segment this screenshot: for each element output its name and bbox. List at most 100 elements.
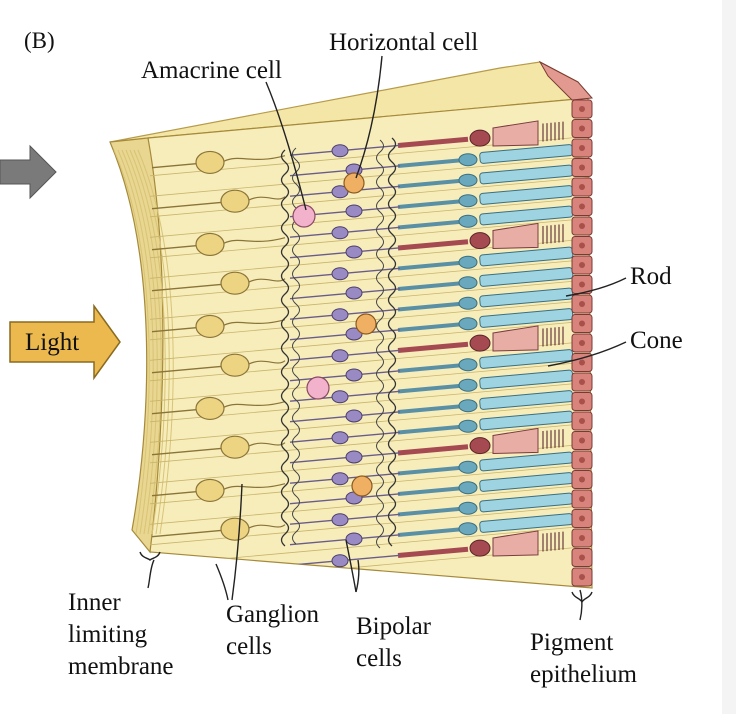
rod-fiber [397,199,461,209]
ganglion-label-1: Ganglion [226,601,320,628]
pigment-nucleus [579,359,585,366]
nerve-fiber [133,149,170,535]
panel-label: (B) [24,28,55,53]
pigment-nucleus [579,223,585,229]
layer-line [149,156,591,197]
cone-fiber [397,546,469,558]
layer-line [149,217,591,259]
rod-label: Rod [630,263,672,290]
layer-line [149,422,591,464]
gray-arrow [0,144,57,200]
rod-nucleus [458,173,478,187]
amacrine-cell-label: Amacrine cell [141,57,282,84]
pigment-nucleus [579,515,585,522]
cone-cells [397,120,564,558]
pigment-nucleus [579,379,585,385]
bipolar-process [289,288,401,300]
rod-nucleus [458,419,478,433]
horizontal-cell [355,313,377,335]
layer-line [149,361,591,402]
rod-fiber [397,527,461,537]
amacrine-cell [292,204,316,228]
bipolar-soma [345,532,363,546]
layer-line [149,176,591,218]
inner-limiting-label-2: limiting [68,621,148,648]
cone-inner-segment [492,325,539,352]
cone-inner-segment [492,530,539,557]
ganglion-axon [151,571,211,579]
horizontal-cell [343,172,365,194]
pigment-nucleus [579,106,585,112]
rod-fiber [397,158,461,168]
pigment-nucleus [579,203,585,210]
rod-nucleus [458,358,478,372]
pigment-nucleus [579,496,585,502]
nerve-fiber [129,149,166,535]
pigment-epithelium [538,60,594,587]
rod-fiber [397,424,461,435]
rod-fiber [397,260,461,271]
pigment-nucleus [579,262,585,268]
rod-nucleus [458,296,478,310]
bipolar-label-1: Bipolar [356,613,431,640]
ganglion-dendrite [223,155,286,162]
pigment-nucleus [579,418,585,424]
cone-fiber [397,136,469,148]
bipolar-process [289,493,401,505]
ganglion-dendrite [248,360,286,365]
rod-nucleus [458,317,478,331]
ganglion-label-2: cells [226,633,272,660]
layer-line [149,381,591,423]
layer-line [149,504,591,546]
ganglion-soma [220,435,250,459]
ganglion-dendrite [248,524,286,529]
rod-nucleus [458,378,478,392]
pigment-nucleus [579,574,585,580]
pigment-nucleus [579,301,585,307]
cone-nucleus [469,334,491,352]
cone-fiber [397,444,469,456]
ganglion-soma [195,150,225,175]
rod-nucleus [458,399,478,413]
bipolar-soma [345,245,363,259]
bipolar-soma [331,267,349,281]
bipolar-soma [331,308,349,322]
bipolar-process [289,165,401,177]
ganglion-dendrite [223,483,286,490]
rod-fiber [397,178,461,189]
dendrite-network [280,137,397,549]
bipolar-soma [331,144,349,158]
nerve-fiber [113,149,150,535]
amacrine-cell [306,376,330,400]
rod-fiber [397,281,461,291]
cone-nucleus [469,129,491,147]
pigment-nucleus [579,476,585,483]
ganglion-soma [220,189,250,213]
pigment-nucleus [579,145,585,151]
rod-fiber [397,465,461,476]
cone-label: Cone [630,327,683,354]
cone-inner-segment [492,222,539,249]
bipolar-soma [331,226,349,240]
bipolar-label-2: cells [356,645,402,672]
cone-inner-segment [492,120,539,147]
ganglion-soma [220,271,250,295]
ganglion-soma [220,517,250,541]
cone-fiber [397,239,469,251]
light-arrow [9,303,121,381]
pigment-nucleus [579,320,585,327]
pigment-nucleus [579,398,585,405]
bipolar-soma [345,409,363,423]
ganglion-dendrite [248,196,286,201]
layer-line [149,197,591,238]
rod-fiber [397,506,461,517]
pigment-nucleus [579,437,585,444]
bipolar-process [289,452,401,464]
rod-fiber [397,383,461,394]
ganglion-soma [195,314,225,339]
pigment-nucleus [579,164,585,171]
bipolar-soma [331,554,349,568]
rod-fiber [397,219,461,230]
outer-plexiform-layer [387,137,397,547]
outer-plexiform-layer [376,139,384,549]
